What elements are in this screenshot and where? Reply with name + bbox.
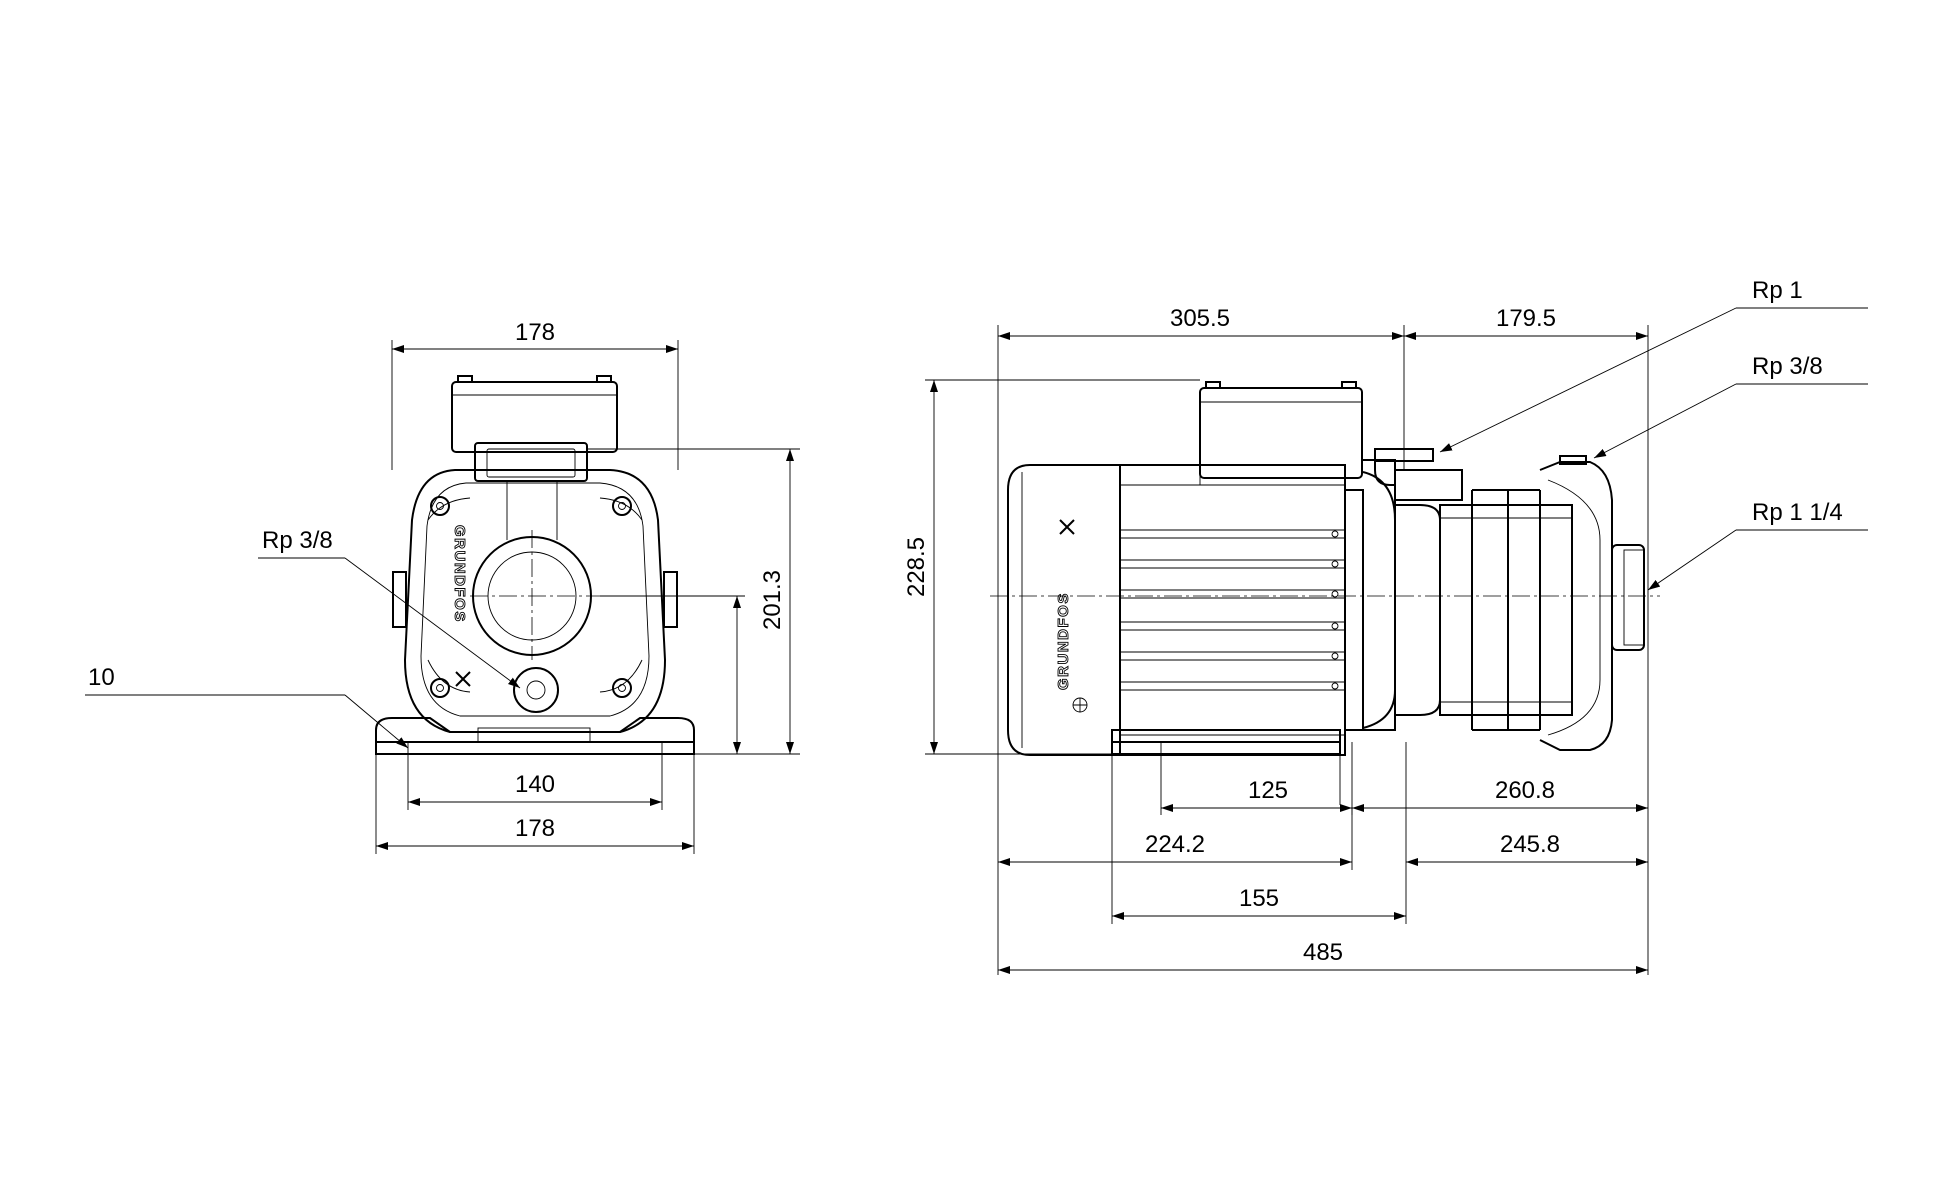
dim-side-foot-to-end: 260.8 [1352,777,1648,812]
front-brand-logo: GRUNDFOS [451,525,468,623]
svg-text:Rp 1 1/4: Rp 1 1/4 [1752,499,1843,526]
front-brand-mark-icon [455,671,471,687]
svg-text:Rp 3/8: Rp 3/8 [262,527,333,554]
svg-text:179.5: 179.5 [1496,305,1556,332]
dim-front-base-width: 178 [375,754,695,854]
side-motor-body [1119,464,1346,756]
dim-side-foot-length: 155 [1111,805,1406,924]
svg-text:Rp 3/8: Rp 3/8 [1752,353,1823,380]
front-pump-housing [392,469,678,733]
dim-side-foot-front-to-end: 245.8 [1405,742,1648,924]
dim-front-top-width: 178 [391,319,679,470]
leader-side-port-inlet: Rp 1 1/4 [1647,499,1868,591]
dim-side-length-total: 485 [998,939,1648,974]
front-foot [375,717,695,755]
dim-front-hole-spacing: 140 [407,742,663,810]
side-terminal-box [1119,381,1363,486]
dim-side-pump-section: 179.5 [1404,305,1649,975]
dim-side-motor-end-to-foot: 224.2 [998,808,1353,870]
svg-text:228.5: 228.5 [903,537,930,597]
dim-front-height-center [600,595,745,754]
svg-text:10: 10 [88,664,115,691]
dim-side-motor-end: 305.5 [997,305,1405,975]
svg-text:Rp 1: Rp 1 [1752,277,1803,304]
leader-side-port-top: Rp 1 [1439,277,1868,453]
svg-text:485: 485 [1303,939,1343,966]
side-brand-logo: GRUNDFOS [1055,592,1072,690]
svg-text:178: 178 [515,319,555,346]
leader-side-port-vent: Rp 3/8 [1593,353,1868,459]
dim-side-height-total: 228.5 [903,379,1200,755]
side-view: GRUNDFOS [903,277,1868,975]
svg-text:245.8: 245.8 [1500,831,1560,858]
side-outlet [1374,448,1463,501]
leader-front-base-thickness: 10 [85,664,409,749]
front-outlet-neck [474,442,588,482]
svg-text:305.5: 305.5 [1170,305,1230,332]
svg-text:201.3: 201.3 [759,570,786,630]
front-terminal-box [451,375,618,453]
side-brand-mark-icon [1059,519,1088,713]
side-inlet-chamber [1539,455,1645,751]
side-motor-end-cap [1007,464,1121,756]
svg-text:155: 155 [1239,885,1279,912]
svg-text:178: 178 [515,815,555,842]
leader-front-port-small: Rp 3/8 [258,527,521,689]
dim-side-hole-spacing: 125 [1160,742,1353,815]
side-bracket [1344,459,1396,731]
dim-front-height-total: 201.3 [588,448,800,755]
side-foot [1111,729,1341,805]
svg-text:260.8: 260.8 [1495,777,1555,804]
svg-text:125: 125 [1248,777,1288,804]
svg-text:224.2: 224.2 [1145,831,1205,858]
front-view: GRUNDFOS 178 140 178 [85,319,800,854]
svg-text:140: 140 [515,771,555,798]
side-pump-stages [1395,489,1573,731]
